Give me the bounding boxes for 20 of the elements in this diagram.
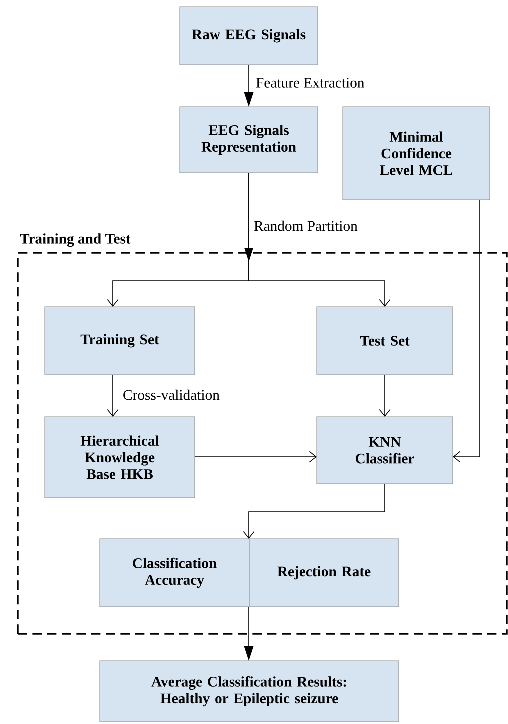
process-box: Raw EEG Signals [180,6,318,66]
node-label: Training and Test [20,234,131,248]
process-box: KNN Classifier [316,416,454,484]
arrow [194,451,317,463]
process-box: Hierarchical Knowledge Base HKB [44,416,196,498]
edge-label: Random Partition [254,220,358,232]
edge-label: Feature Extraction [256,78,365,88]
process-box: EEG Signals Representation [180,106,318,174]
arrow [243,484,386,539]
arrow [453,200,480,463]
process-box: Average Classification Results: Healthy or Epileptic seizure [100,660,400,722]
arrow [107,374,119,417]
result-box: Classification Accuracy Rejection Rate [100,538,400,608]
process-box: Test Set [316,306,454,376]
arrow [248,172,391,307]
arrowhead [244,248,254,262]
process-box: Minimal Confidence Level MCL [342,106,490,200]
arrow [379,374,391,417]
edge-label: Cross-validation [124,390,220,400]
process-box: Training Set [44,306,196,376]
